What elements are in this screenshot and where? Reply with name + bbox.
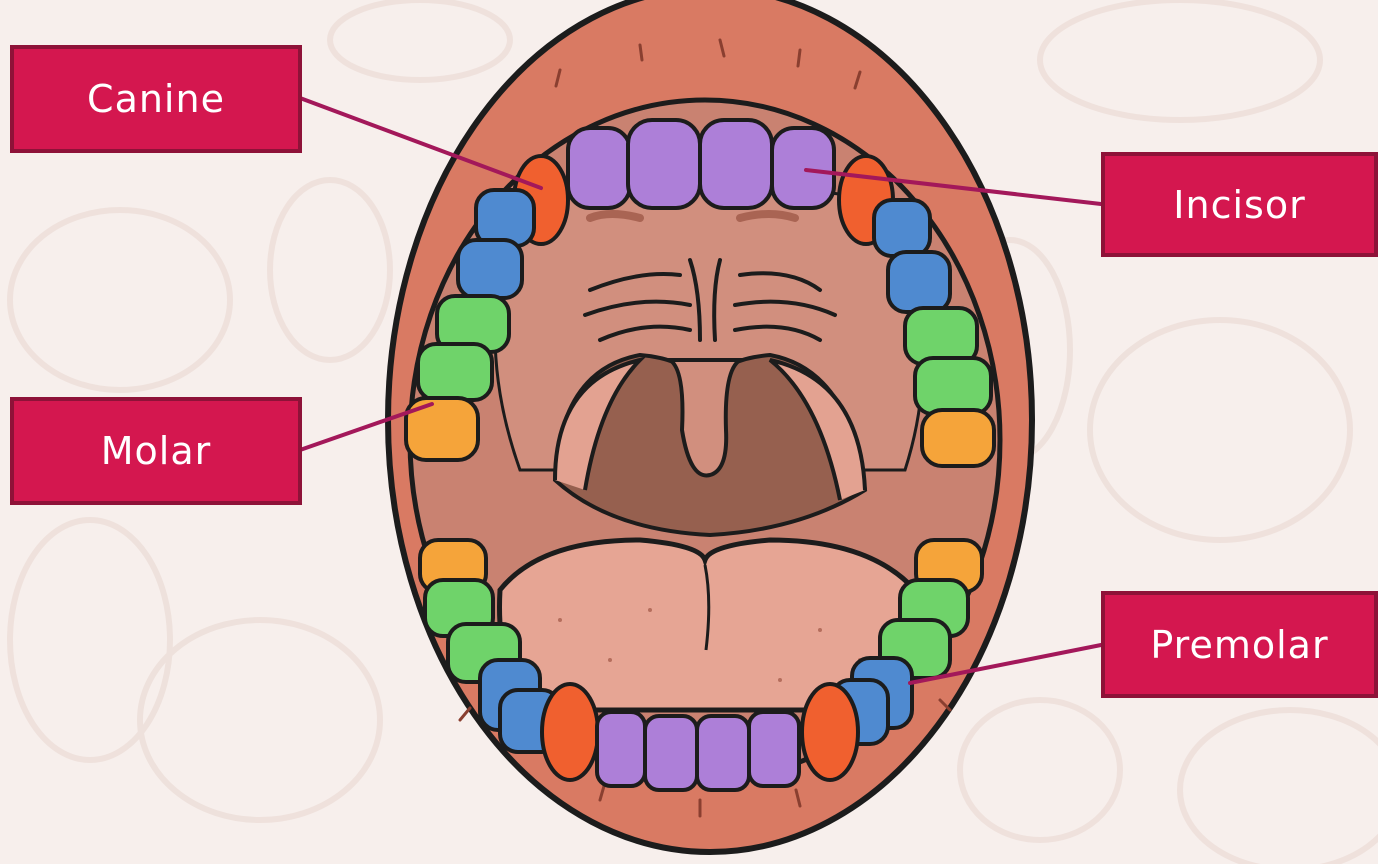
canine-label-box: Canine	[10, 45, 302, 153]
premolar-label-box: Premolar	[1101, 591, 1378, 698]
incisor-label: Incisor	[1173, 183, 1305, 227]
canine-label: Canine	[87, 77, 225, 121]
lower-incisors	[597, 712, 799, 790]
molar-label-box: Molar	[10, 397, 302, 505]
premolar-label: Premolar	[1150, 623, 1328, 667]
molar-label: Molar	[101, 429, 212, 473]
incisor-label-box: Incisor	[1101, 152, 1378, 257]
upper-incisors	[568, 120, 834, 208]
